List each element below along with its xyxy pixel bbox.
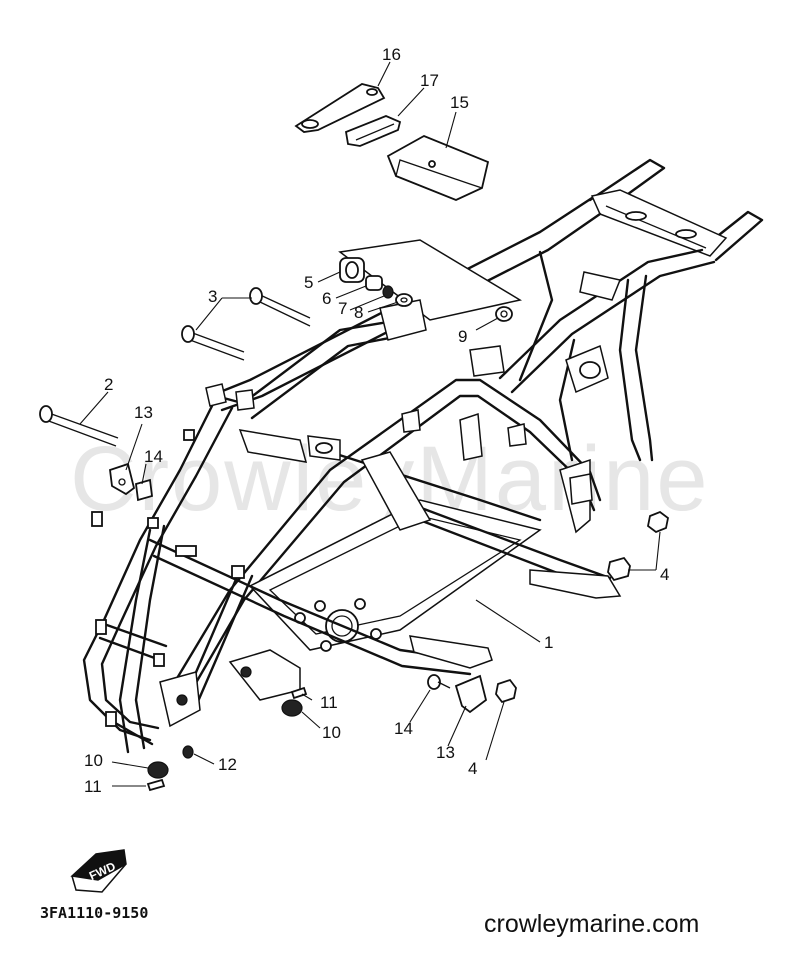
- callout-4-lower: 4: [468, 759, 477, 778]
- part-11-clip-mid: [290, 686, 308, 700]
- callout-13-left: 13: [134, 403, 153, 422]
- callout-12: 12: [218, 755, 237, 774]
- callout-3: 3: [208, 287, 217, 306]
- part-2-bolt: [39, 405, 119, 447]
- part-4-nut-upper: [647, 510, 669, 534]
- part-10-damper-mid: [281, 699, 303, 717]
- part-4-nut-lower: [495, 678, 517, 704]
- part-8-nut: [395, 293, 413, 307]
- callout-13-right: 13: [436, 743, 455, 762]
- part-13-bracket-right: [454, 674, 488, 714]
- callout-1: 1: [544, 633, 553, 652]
- callout-17: 17: [420, 71, 439, 90]
- part-14-bolt-left: [135, 478, 153, 502]
- callout-11-mid: 11: [320, 693, 338, 712]
- callout-7: 7: [338, 299, 347, 318]
- callout-14-left: 14: [144, 447, 163, 466]
- part-16-strap: [294, 83, 386, 133]
- callouts: 16 17 15 5 6 7 8 9 3 2 13 14 4 1 11 10 1…: [84, 45, 669, 796]
- part-13-bracket-left: [109, 462, 136, 496]
- part-9-nut: [495, 306, 513, 322]
- part-4-nut-mid: [607, 556, 631, 582]
- part-15-tool-bag: [386, 135, 490, 201]
- part-17-band: [344, 115, 402, 147]
- diagram-code: 3FA1110-9150: [40, 904, 148, 922]
- part-3-bolt-lower: [181, 325, 245, 361]
- callout-16: 16: [382, 45, 401, 64]
- callout-5: 5: [304, 273, 313, 292]
- fwd-arrow-icon: FWD: [70, 849, 127, 893]
- part-7-washer: [382, 285, 394, 299]
- callout-4-upper: 4: [660, 565, 669, 584]
- part-6-collar: [365, 275, 383, 291]
- part-10-damper-lower: [147, 761, 169, 779]
- callout-10-lower: 10: [84, 751, 103, 770]
- part-5-damper: [339, 257, 365, 283]
- part-12-bolt: [182, 745, 194, 759]
- site-url: crowleymarine.com: [484, 910, 699, 938]
- callout-14-right: 14: [394, 719, 413, 738]
- leader-lines: [79, 61, 661, 787]
- part-3-bolt-upper: [249, 287, 311, 327]
- callout-9: 9: [458, 327, 467, 346]
- callout-6: 6: [322, 289, 331, 308]
- part-14-bolt-right: [427, 674, 451, 690]
- part-11-clip-lower: [146, 778, 166, 792]
- callout-8: 8: [354, 303, 363, 322]
- callout-2: 2: [104, 375, 113, 394]
- callout-11-lower: 11: [84, 777, 102, 796]
- callout-15: 15: [450, 93, 469, 112]
- callout-10-mid: 10: [322, 723, 341, 742]
- frame-assembly: [82, 158, 764, 754]
